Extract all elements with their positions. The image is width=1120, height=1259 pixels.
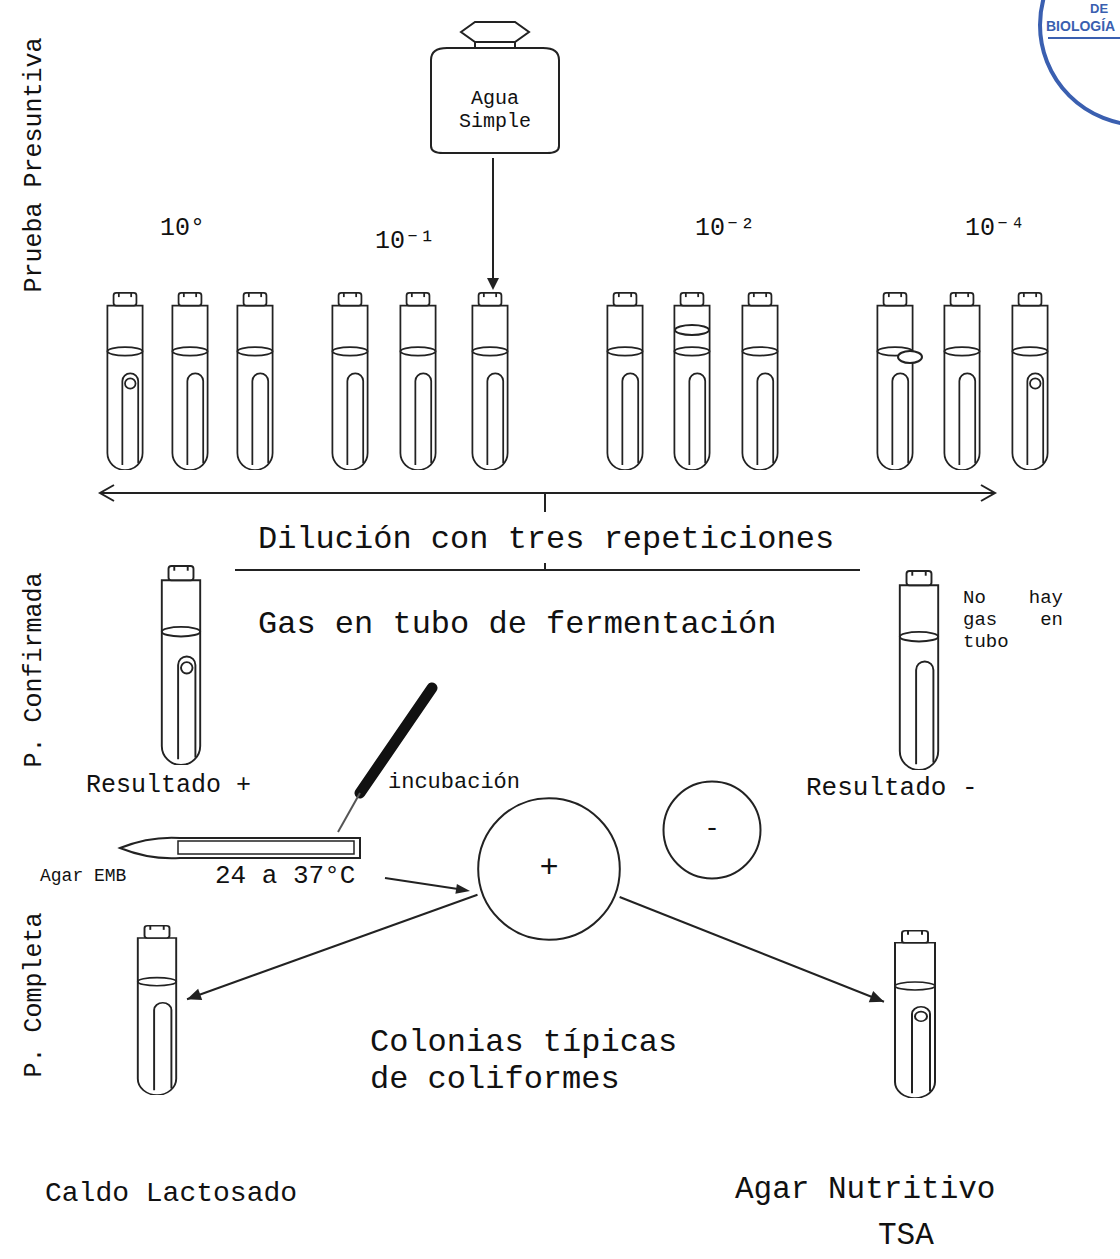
pour-arrowhead — [487, 278, 499, 290]
bottle-body — [431, 48, 559, 153]
connector-arrow — [620, 897, 884, 1002]
dilution-label: 10⁻² — [695, 215, 755, 244]
inoculating-wire — [338, 793, 360, 832]
fermentation-tube — [1012, 293, 1047, 470]
step-label: incubación — [388, 770, 520, 795]
sample-bottle: Agua Simple — [427, 20, 563, 155]
result-sign: + — [539, 851, 558, 888]
fermentation-tube — [172, 293, 207, 470]
liquid-level — [675, 325, 709, 335]
culture-tube: Caldo Lactosado — [133, 925, 181, 1095]
bottle-cap — [461, 22, 529, 42]
medium-name: Caldo Lactosado — [45, 1178, 297, 1210]
bottle-label: Agua Simple — [449, 87, 541, 133]
connector-line — [187, 895, 477, 999]
dilution-range-line — [100, 492, 995, 494]
medium-name: TSA — [878, 1218, 934, 1254]
tube-outline — [138, 926, 176, 1095]
fermentation-tube — [742, 293, 777, 470]
fermentation-tube — [400, 293, 435, 470]
fermentation-tube — [900, 571, 938, 770]
gas-bubble — [898, 351, 922, 363]
pour-arrow — [492, 158, 494, 280]
stamp-text: DE — [1090, 2, 1108, 17]
bottle-neck — [514, 42, 516, 48]
stage-label: P. Completa — [21, 912, 50, 1077]
result-label: Resultado + — [86, 772, 251, 801]
colony-note: Colonias típicas de coliformes — [370, 1025, 700, 1099]
dilution-label: 10° — [160, 215, 205, 244]
fermentation-tube — [107, 293, 142, 470]
result-caption: No hay gas en tubo — [963, 588, 1063, 654]
result-circle: - — [662, 780, 762, 880]
tick — [544, 563, 546, 570]
result-sign: - — [704, 815, 720, 845]
condition-label: 24 a 37°C — [215, 862, 355, 892]
tube-outline — [895, 931, 935, 1098]
connector-line — [620, 897, 884, 1002]
arrowhead — [869, 991, 884, 1002]
medium-name: Agar Nutritivo — [735, 1172, 995, 1208]
stage-label: P. Confirmada — [21, 572, 50, 767]
result-caption: Gas en tubo de fermentación — [258, 607, 776, 644]
emb-agar — [178, 841, 354, 854]
tick — [544, 493, 546, 512]
tube-row — [107, 293, 1047, 470]
fermentation-tube — [472, 293, 507, 470]
arrowhead — [187, 989, 202, 1000]
incubation-arrowhead — [455, 884, 470, 894]
range-caption: Dilución con tres repeticiones — [258, 522, 834, 559]
fermentation-tube — [237, 293, 272, 470]
stage-label: Prueba Presuntiva — [21, 37, 50, 292]
fermentation-tube — [332, 293, 367, 470]
fermentation-tube — [607, 293, 642, 470]
stamp-ring — [1040, 0, 1120, 125]
range-arrowhead — [981, 485, 995, 501]
circle-outline — [664, 782, 761, 879]
fermentation-tube — [877, 293, 912, 470]
split-line — [235, 569, 860, 571]
fermentation-tube — [162, 566, 200, 765]
bottle-neck — [474, 42, 476, 48]
incubation-arrow — [385, 878, 458, 889]
stamp-text: BIOLOGÍA — [1046, 18, 1115, 34]
result-label: Resultado - — [806, 774, 978, 804]
culture-tube-outline — [133, 925, 181, 1095]
culture-tube-outline — [890, 930, 940, 1098]
result-circle: + — [476, 796, 622, 942]
dilution-label: 10⁻⁴ — [965, 215, 1025, 244]
connector-arrow — [187, 895, 477, 1000]
culture-tube: Agar NutritivoTSA — [890, 930, 940, 1098]
stamp-rule — [1048, 37, 1120, 39]
dilution-label: 10⁻¹ — [375, 228, 435, 257]
fermentation-tube — [674, 293, 709, 470]
medium-label: Agar EMB — [40, 866, 126, 887]
circle-outline — [478, 798, 620, 940]
fermentation-tube — [944, 293, 979, 470]
range-arrowhead — [100, 485, 114, 501]
emb-slant — [120, 838, 360, 859]
